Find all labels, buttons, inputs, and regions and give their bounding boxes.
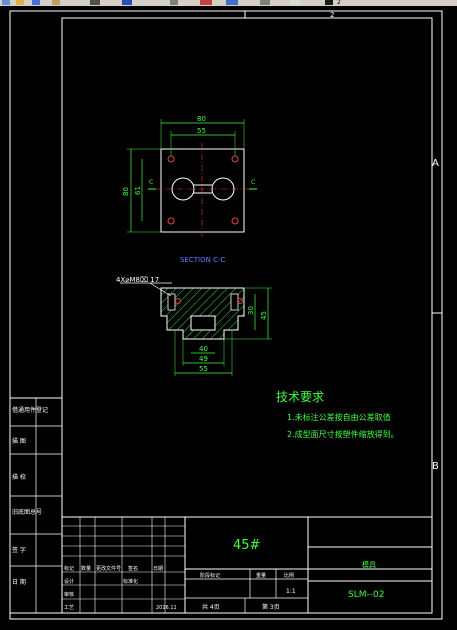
plan-bore-left: [171, 177, 195, 201]
hole-callout-text: 4X⌀M8⌧ 17: [116, 276, 159, 284]
side-table-label-6: 日 期: [12, 578, 26, 586]
side-table-label-5: 签 字: [12, 546, 26, 554]
hole-callout-leader-2: [149, 282, 172, 297]
dim-text-55b: 55: [199, 365, 208, 373]
tb-ratio-label: 比例: [284, 572, 294, 579]
dim-text-80: 80: [197, 115, 206, 123]
text-style-icon[interactable]: [325, 0, 333, 5]
tb-col-date-1: 日期: [153, 566, 163, 572]
drawing-svg: 2 A B 80 55 80 61 C C SECT: [9, 10, 443, 620]
side-table-label-1: 借通用件登记: [12, 406, 48, 414]
dim-text-height: 80: [122, 187, 130, 196]
notes-item-1: 1.未标注公差按自由公差取值: [287, 412, 391, 422]
section-hole-right: [230, 293, 239, 311]
title-block-outline: [61, 516, 433, 614]
plan-bore-right: [211, 177, 235, 201]
dim-text-height-inner: 61: [134, 186, 142, 195]
section-pocket: [190, 315, 216, 331]
tb-row-design: 设计: [64, 578, 74, 585]
side-table-label-4: 旧底图总号: [12, 508, 42, 516]
save-icon[interactable]: [32, 0, 40, 5]
section-title: SECTION C-C: [180, 256, 225, 264]
title-block: 45# 模具 SLM--02 阶段标记 重量 比例 1:1 共 4页 第 3页 …: [61, 516, 433, 614]
tb-drawing-no: SLM--02: [348, 590, 384, 600]
pan-icon[interactable]: [170, 0, 178, 5]
tb-col-mark: 标记: [64, 565, 74, 572]
undo-icon[interactable]: [90, 0, 100, 5]
plan-hole-top-left: [167, 155, 175, 163]
tb-material: 45#: [233, 538, 260, 553]
drawing-canvas[interactable]: 2 A B 80 55 80 61 C C SECT: [0, 6, 457, 626]
layer-icon[interactable]: [290, 0, 300, 5]
tb-row-standard: 标准化: [123, 578, 138, 585]
tb-stage-label: 阶段标记: [200, 572, 220, 579]
toolbar-label: 2: [337, 0, 341, 6]
tb-date: 2016.11: [156, 605, 177, 611]
zoom-previous-icon[interactable]: [226, 0, 238, 5]
dim-text-55: 55: [197, 127, 206, 135]
zoom-window-icon[interactable]: [200, 0, 212, 5]
tb-weight-label: 重量: [256, 572, 266, 579]
redo-icon[interactable]: [122, 0, 132, 5]
notes-title: 技术要求: [276, 390, 324, 404]
dim-text-49: 49: [199, 355, 208, 363]
tb-col-zone: 更改文件号: [96, 565, 121, 572]
section-hole-left: [167, 293, 176, 311]
dim-text-45: 45: [260, 311, 268, 320]
sheet-outer-border: [9, 10, 443, 620]
side-table: 借通用件登记 描 图 描 校 旧底图总号 签 字 日 期: [9, 397, 63, 614]
section-view: 4X⌀M8⌧ 17 45 30 40 49 55: [116, 276, 272, 376]
plan-outline: [160, 148, 245, 233]
dim-text-30: 30: [247, 306, 255, 315]
zone-label-top: 2: [330, 11, 334, 19]
tb-col-sign: 签名: [128, 565, 138, 572]
notes-item-2: 2.成型面尺寸按塑件缩放得到。: [287, 429, 399, 439]
zone-label-b: B: [432, 461, 439, 472]
open-icon[interactable]: [16, 0, 24, 5]
section-hole-left-mark: [175, 298, 181, 304]
tb-scale: 1:1: [286, 588, 296, 595]
tb-sheet-no: 第 3页: [262, 603, 280, 611]
side-table-label-3: 描 校: [12, 473, 26, 481]
dim-text-40: 40: [199, 345, 208, 353]
tb-col-count: 数量: [81, 565, 91, 572]
plan-hole-top-right: [231, 155, 239, 163]
cut-label-right: C: [251, 179, 255, 186]
plan-hole-bottom-left: [167, 217, 175, 225]
new-icon[interactable]: [2, 0, 10, 5]
side-table-label-2: 描 图: [12, 437, 26, 445]
plan-view: 80 55 80 61 C C: [122, 115, 257, 238]
cut-label-left: C: [149, 179, 153, 186]
tb-row-check: 审核: [64, 591, 74, 598]
zone-label-a: A: [432, 158, 439, 169]
tb-row-craft: 工艺: [64, 605, 74, 611]
print-icon[interactable]: [52, 0, 60, 5]
section-hole-right-mark: [237, 298, 243, 304]
properties-icon[interactable]: [260, 0, 270, 5]
tb-part-name: 模具: [362, 560, 376, 569]
tb-sheets-total: 共 4页: [202, 603, 220, 611]
plan-hole-bottom-right: [231, 217, 239, 225]
